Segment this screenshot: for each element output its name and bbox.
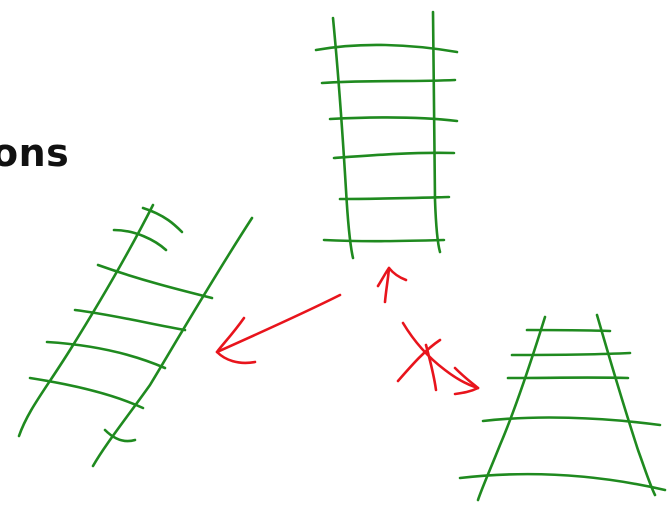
ladder-tilted <box>17 203 254 468</box>
ladder-upright-rung-2 <box>320 78 457 85</box>
arrow-to-tilted-shaft <box>215 293 342 354</box>
ladder-tilted-rung-2 <box>112 228 168 252</box>
ladder-upright-rung-4 <box>332 151 456 160</box>
ladder-tilted-right-rail <box>91 216 254 468</box>
ladder-tilted-rung-4 <box>73 308 187 332</box>
ladder-upright-rung-1 <box>314 43 459 54</box>
ladder-perspective <box>458 313 667 502</box>
arrow-to-tilted <box>215 293 342 365</box>
arrow-to-upright-head <box>376 266 408 288</box>
ladder-upright-rung-3 <box>328 116 459 123</box>
ladder-tilted-rung-3 <box>96 263 214 300</box>
crossed-arrow-head <box>453 366 480 396</box>
ladder-perspective-rung-2 <box>510 351 632 357</box>
ladder-tilted-rung-6 <box>28 376 145 410</box>
cross-mark-stroke-2 <box>424 343 438 392</box>
ladder-perspective-rung-1 <box>525 328 612 333</box>
arrow-to-tilted-head <box>215 316 257 365</box>
ladder-upright-rung-6 <box>322 238 446 243</box>
ladder-upright-right-rail <box>431 10 442 254</box>
cross-mark-stroke-1 <box>396 338 442 383</box>
ladder-tilted-rung-1 <box>141 206 184 234</box>
ladder-tilted-left-rail <box>17 203 155 438</box>
ladder-tilted-rung-5 <box>45 340 167 370</box>
ladder-perspective-rung-4 <box>481 416 662 427</box>
crossed-arrow-to-perspective <box>396 321 480 396</box>
ladder-tilted-rung-7 <box>103 428 137 443</box>
crossed-arrow-shaft <box>401 321 480 390</box>
ladder-perspective-right-rail <box>595 313 657 497</box>
ladder-upright-left-rail <box>331 16 355 260</box>
ladder-perspective-left-rail <box>476 315 547 502</box>
arrow-to-upright-shaft <box>383 266 391 304</box>
slide-title-fragment: ons <box>0 131 70 175</box>
arrow-to-upright <box>376 266 408 304</box>
ladder-upright-rung-5 <box>338 195 451 201</box>
ladder-perspective-rung-5 <box>458 472 667 492</box>
ladder-upright <box>314 10 459 260</box>
